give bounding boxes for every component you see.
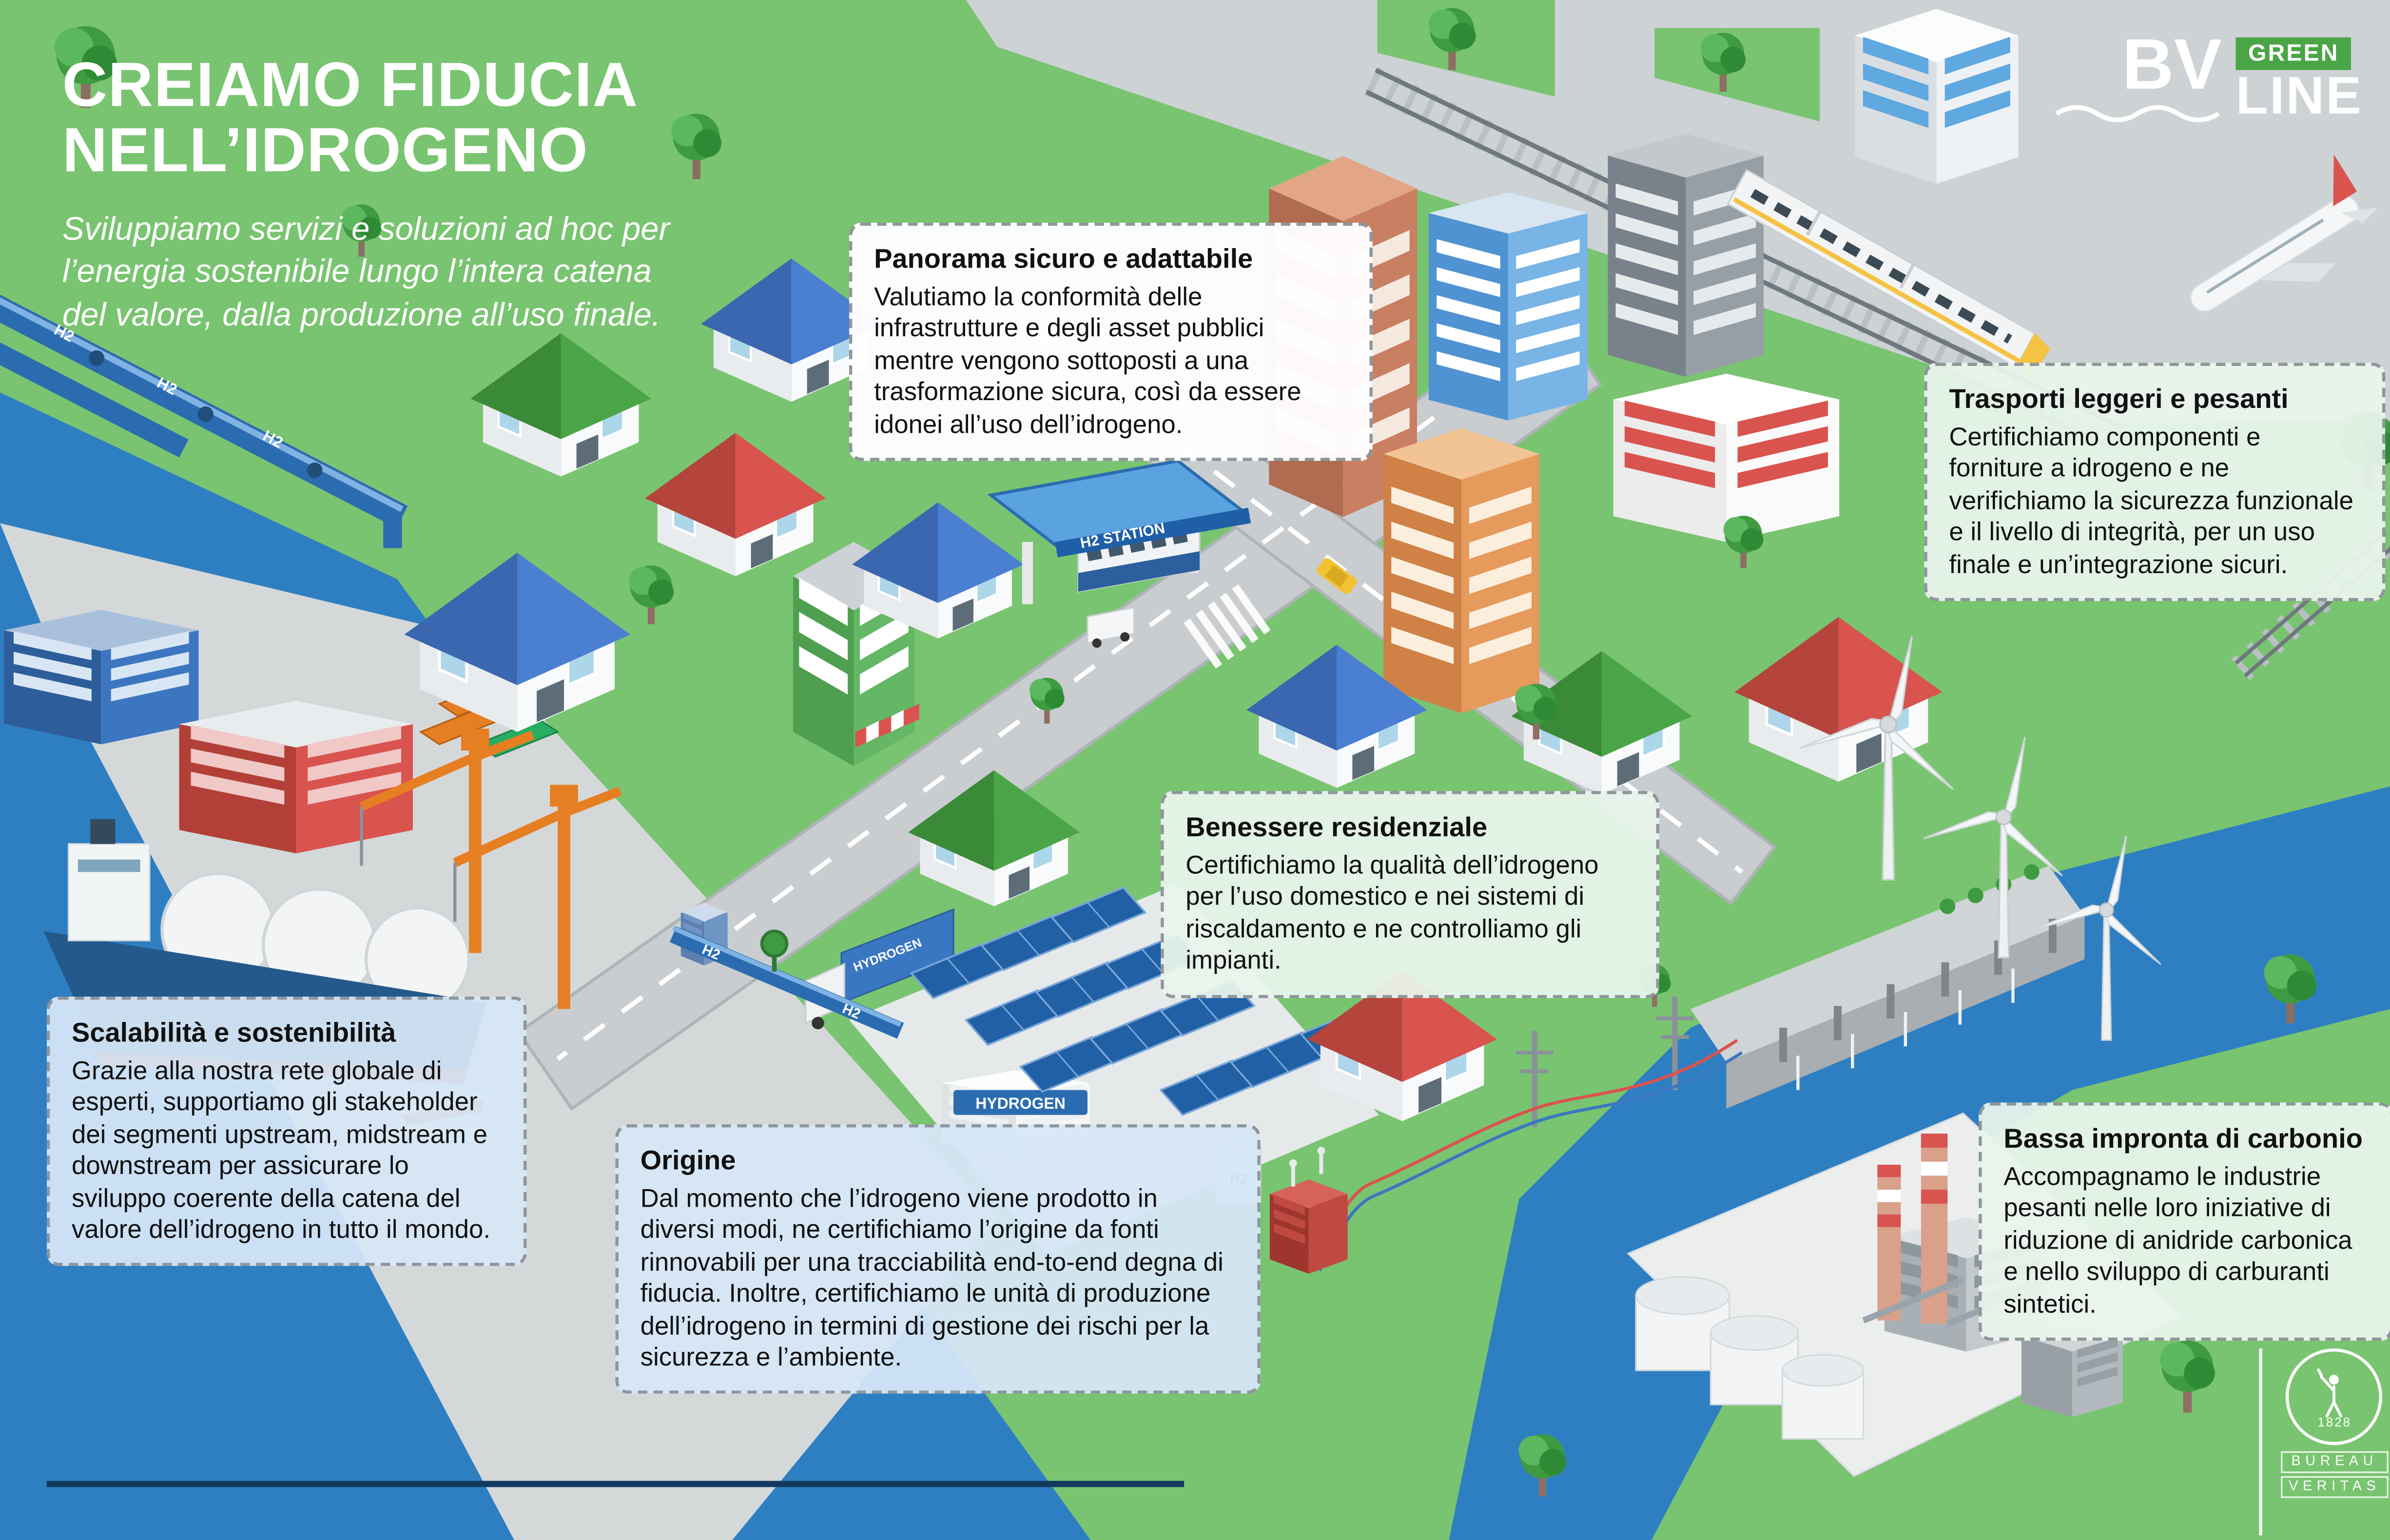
chimney <box>1877 1134 1948 1324</box>
callout-panorama: Panorama sicuro e adattabile Valutiamo l… <box>849 222 1373 461</box>
h2-station: H2 STATION <box>987 459 1251 648</box>
red-white-building <box>1613 373 1840 542</box>
callout-title: Benessere residenziale <box>1185 811 1488 843</box>
callout-title: Trasporti leggeri e pesanti <box>1949 383 2289 414</box>
title-block: CREIAMO FIDUCIA NELL’IDROGENO Sviluppiam… <box>62 53 763 336</box>
callout-title: Panorama sicuro e adattabile <box>874 243 1253 274</box>
svg-text:HYDROGEN: HYDROGEN <box>975 1095 1066 1112</box>
bv-greenline-logo: BV GREEN LINE <box>2054 23 2363 126</box>
logo-line-text: LINE <box>2235 67 2363 126</box>
callout-body: Certifichiamo la qualità dell’idrogeno p… <box>1185 851 1599 975</box>
callout-trasporti: Trasporti leggeri e pesanti Certifichiam… <box>1924 363 2386 601</box>
glass-tower <box>1428 192 1588 421</box>
transformer-station <box>1269 1147 1348 1274</box>
callout-body: Accompagnamo le industrie pesanti nelle … <box>2003 1162 2352 1318</box>
crosswalk <box>1183 584 1271 669</box>
hydrogen-building-sign: HYDROGEN <box>953 1090 1088 1115</box>
hydrogen-pipeline: H2 H2 H2 <box>0 294 408 548</box>
blue-warehouse <box>3 610 199 745</box>
orange-apartment <box>1383 428 1539 713</box>
page-title: CREIAMO FIDUCIA NELL’IDROGENO <box>62 53 763 184</box>
hydro-dam <box>1690 864 2085 1109</box>
callout-body: Grazie alla nostra rete globale di esper… <box>72 1057 491 1244</box>
port-cranes <box>359 729 622 1009</box>
skyline-tower <box>1855 9 2019 184</box>
emblem-word-veritas: VERITAS <box>2281 1476 2389 1498</box>
yellow-car <box>1317 558 1357 594</box>
wave-icon <box>2055 104 2220 122</box>
emblem-word-bureau: BUREAU <box>2281 1451 2389 1473</box>
callout-title: Scalabilità e sostenibilità <box>72 1017 396 1048</box>
callout-body: Dal momento che l’idrogeno viene prodott… <box>640 1184 1224 1372</box>
gray-tower <box>1608 134 1764 377</box>
bureau-veritas-emblem: 1828 BUREAU VERITAS <box>2259 1348 2389 1536</box>
callout-benessere: Benessere residenziale Certifichiamo la … <box>1161 791 1659 998</box>
callout-title: Origine <box>640 1144 736 1176</box>
bv-roundel: 1828 <box>2286 1348 2383 1445</box>
logo-green-badge: GREEN <box>2235 37 2352 70</box>
emblem-year: 1828 <box>2317 1414 2352 1429</box>
train <box>1727 169 2051 377</box>
torch-bearer-icon <box>2317 1367 2343 1417</box>
red-warehouse <box>179 701 413 853</box>
callout-origine: Origine Dal momento che l’idrogeno viene… <box>615 1124 1261 1395</box>
callout-title: Bassa impronta di carbonio <box>2003 1122 2363 1154</box>
callout-body: Certifichiamo componenti e forniture a i… <box>1949 423 2354 579</box>
power-lines <box>1315 1039 1743 1271</box>
logo-bv-text: BV <box>2122 23 2222 105</box>
callout-bassa: Bassa impronta di carbonio Accompagnamo … <box>1979 1102 2390 1341</box>
divider-line <box>46 1481 1185 1486</box>
plant-pipeline: H2 H2 <box>669 903 904 1039</box>
callout-scalabilita: Scalabilità e sostenibilità Grazie alla … <box>46 996 527 1267</box>
airplane <box>2190 154 2378 312</box>
title-line-1: CREIAMO FIDUCIA <box>62 51 639 120</box>
hydrogen-truck: HYDROGEN <box>804 908 954 1030</box>
page-subtitle: Sviluppiamo servizi e soluzioni ad hoc p… <box>62 212 670 333</box>
storage-tanks <box>1635 1276 1865 1440</box>
shop-awning <box>855 704 919 748</box>
callout-body: Valutiamo la conformità delle infrastrut… <box>874 283 1302 439</box>
title-line-2: NELL’IDROGENO <box>62 116 589 186</box>
